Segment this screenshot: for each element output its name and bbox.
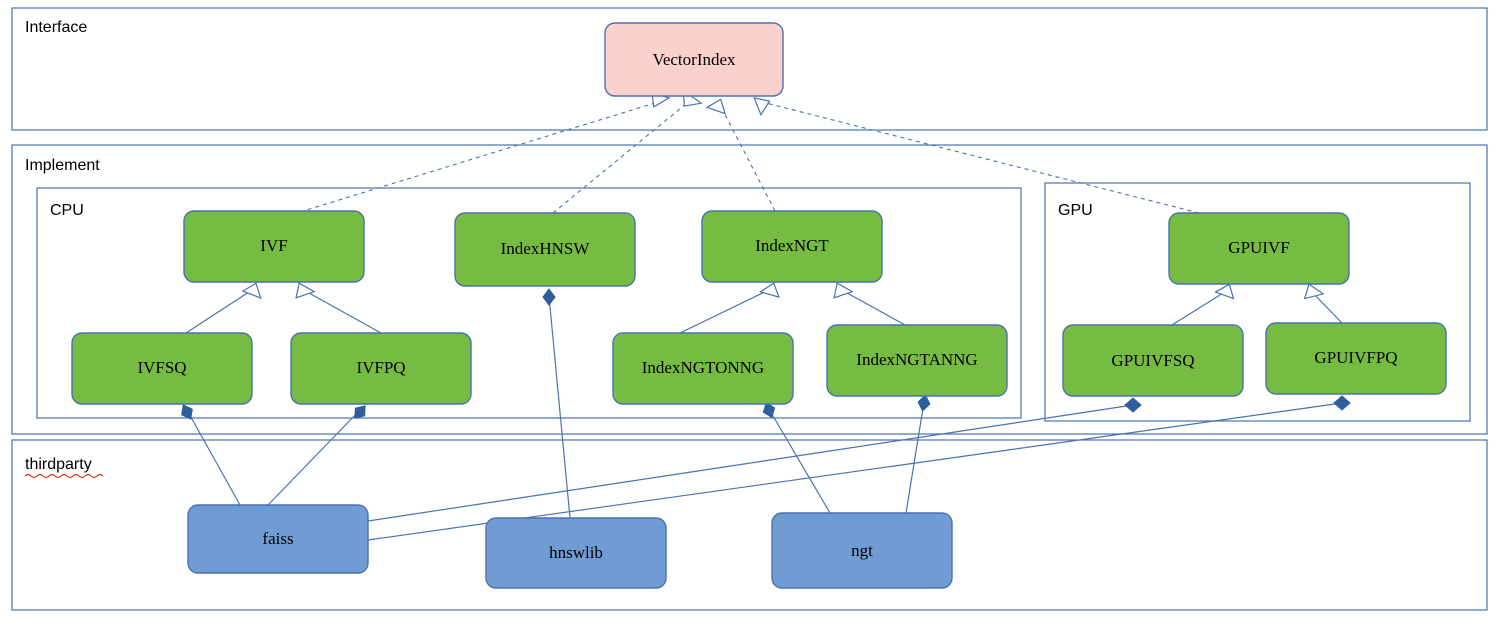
node-gpuivf-label: GPUIVF [1228,238,1289,257]
node-ivf[interactable]: IVF [183,210,365,283]
container-cpu-label: CPU [50,202,84,219]
node-gpuivfpq[interactable]: GPUIVFPQ [1265,322,1447,395]
edge-gpuivf-vectorindex [753,97,1200,214]
node-vectorindex-label: VectorIndex [652,50,736,69]
node-indexhnsw[interactable]: IndexHNSW [454,212,636,287]
node-gpuivfsq[interactable]: GPUIVFSQ [1062,324,1244,397]
node-indexngtonng[interactable]: IndexNGTONNG [612,332,794,405]
node-ivfpq-rect[interactable] [290,332,472,405]
node-indexngtanng[interactable]: IndexNGTANNG [826,324,1008,397]
node-indexngt-label: IndexNGT [755,236,829,255]
node-indexngtonng-rect[interactable] [612,332,794,405]
node-hnswlib-rect[interactable] [485,517,667,589]
node-ngt-label: ngt [851,541,873,560]
edge-ngt-indexngtonng [762,401,831,514]
node-ivfsq-label: IVFSQ [137,358,186,377]
container-interface-label: Interface [25,19,87,36]
edge-indexngtanng-indexngt [833,282,906,326]
node-indexngtonng-label: IndexNGTONNG [642,358,764,377]
node-faiss[interactable]: faiss [187,504,369,574]
edge-indexngtonng-indexngt [679,282,780,334]
edge-hnswlib-indexhnsw [542,288,571,519]
node-hnswlib[interactable]: hnswlib [485,517,667,589]
node-gpuivfsq-rect[interactable] [1062,324,1244,397]
spellcheck-underline-icon [24,473,104,479]
edge-faiss-ivfpq [267,405,366,506]
edge-gpuivfsq-gpuivf [1171,283,1235,326]
node-ivf-rect[interactable] [183,210,365,283]
node-faiss-rect[interactable] [187,504,369,574]
node-gpuivfpq-rect[interactable] [1265,322,1447,395]
container-thirdparty-label: thirdparty [25,456,92,473]
edge-ngt-indexngtanng [905,394,931,514]
node-indexngt-rect[interactable] [701,210,883,283]
node-vectorindex-rect[interactable] [604,22,784,97]
node-indexhnsw-rect[interactable] [454,212,636,287]
node-gpuivfsq-label: GPUIVFSQ [1111,351,1194,370]
node-ivfpq-label: IVFPQ [356,358,405,377]
node-vectorindex[interactable]: VectorIndex [604,22,784,97]
node-ivfsq[interactable]: IVFSQ [71,332,253,405]
node-ngt[interactable]: ngt [771,512,953,589]
edge-ivfpq-ivf [295,282,382,334]
edge-gpuivfpq-gpuivf [1303,283,1343,324]
node-ngt-rect[interactable] [771,512,953,589]
edge-faiss-ivfsq [181,404,241,506]
edge-faiss-gpuivfpq [367,395,1351,541]
node-gpuivf-rect[interactable] [1168,212,1350,285]
node-hnswlib-label: hnswlib [549,543,603,562]
node-gpuivfpq-label: GPUIVFPQ [1314,348,1397,367]
container-gpu-label: GPU [1058,202,1093,219]
edge-faiss-gpuivfsq [367,397,1142,522]
node-indexhnsw-label: IndexHNSW [501,239,591,258]
node-ivf-label: IVF [260,236,287,255]
node-gpuivf[interactable]: GPUIVF [1168,212,1350,285]
node-ivfpq[interactable]: IVFPQ [290,332,472,405]
node-indexngt[interactable]: IndexNGT [701,210,883,283]
node-faiss-label: faiss [262,529,293,548]
edge-indexngt-vectorindex [705,98,776,212]
node-indexngtanng-label: IndexNGTANNG [856,350,977,369]
node-indexngtanng-rect[interactable] [826,324,1008,397]
edge-ivfsq-ivf [185,282,262,334]
node-ivfsq-rect[interactable] [71,332,253,405]
container-implement-label: Implement [25,157,100,174]
